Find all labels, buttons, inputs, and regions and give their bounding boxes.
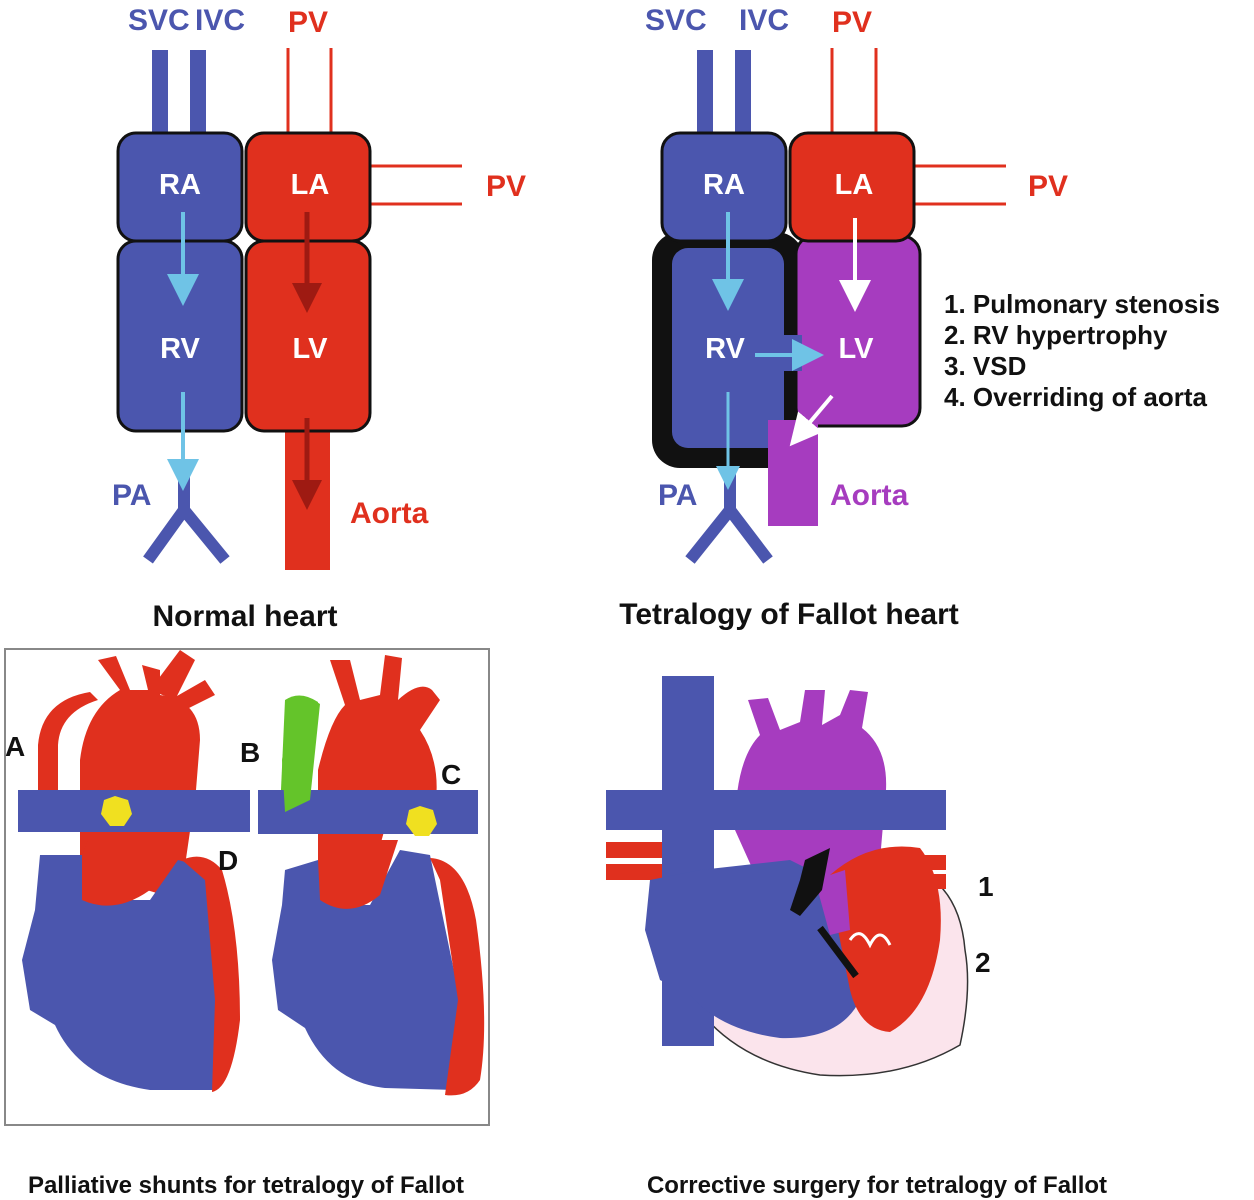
corrective-vsd-patch (790, 848, 830, 916)
normal-lv-label: LV (293, 333, 329, 365)
left-aortic-root (82, 840, 160, 906)
tof-defect-4: 4. Overriding of aorta (944, 382, 1207, 412)
tof-la-label: LA (835, 169, 874, 201)
corrective-surgery-diagram: 1 2 Corrective surgery for tetralogy of … (606, 676, 1107, 1199)
tof-aorta-label: Aorta (830, 479, 909, 512)
corrective-overriding-zone (815, 870, 850, 935)
shunt-label-c: C (441, 759, 461, 790)
corrective-caption: Corrective surgery for tetralogy of Fall… (647, 1172, 1107, 1199)
palliative-caption: Palliative shunts for tetralogy of Fallo… (28, 1172, 464, 1199)
shunt-label-a: A (5, 731, 25, 762)
normal-pa-label: PA (112, 479, 151, 512)
tof-lv-chamber (794, 234, 922, 428)
corrective-rvot-patch (817, 925, 859, 979)
tof-lv-label: LV (839, 333, 875, 365)
tof-svc-vessel (697, 50, 713, 136)
left-pulmonary-artery (18, 790, 250, 832)
tof-defect-2: 2. RV hypertrophy (944, 320, 1168, 350)
shunt-a-artery (38, 692, 98, 790)
normal-heart-diagram: SVC IVC PV PV RA LA RV LV PA Aorta Norma… (112, 4, 526, 633)
tof-ra-label: RA (703, 169, 745, 201)
right-ventricles (272, 850, 460, 1090)
palliative-heart-right (258, 655, 485, 1096)
tof-svc-label: SVC (645, 4, 707, 37)
right-shunt-marker (406, 806, 437, 836)
tof-la-chamber (788, 131, 916, 243)
normal-ivc-label: IVC (195, 4, 245, 37)
shunt-label-b: B (240, 737, 260, 768)
palliative-shunts-diagram: A B C D Palliative shunts for tetralogy … (4, 648, 490, 1199)
left-shunt-marker (101, 796, 132, 826)
left-ventricles (22, 855, 222, 1090)
normal-pv-top-label: PV (288, 6, 328, 39)
normal-svc-vessel (152, 50, 168, 136)
right-aorta-arch (318, 655, 440, 900)
left-arch-branches (150, 650, 215, 710)
normal-ra-label: RA (159, 169, 201, 201)
tof-rv-chamber (672, 248, 784, 448)
tof-ivc-vessel (735, 50, 751, 136)
corrective-label-2: 2 (975, 947, 991, 978)
corrective-pv-right (870, 855, 946, 889)
left-aorta-arch (80, 656, 200, 900)
normal-rv-chamber (116, 239, 244, 433)
tof-lv-aorta-flow-arrow (789, 394, 834, 447)
normal-ivc-vessel (190, 50, 206, 136)
right-aortic-root (318, 840, 398, 909)
tof-pv-top-label: PV (832, 6, 872, 39)
tof-ra-chamber (660, 131, 788, 243)
shunt-b-graft-overlay (282, 698, 320, 812)
normal-pa-vessel (143, 460, 230, 564)
corrective-pv-left-1 (606, 842, 676, 858)
normal-pv-side-label: PV (486, 170, 526, 203)
shunt-label-d: D (218, 845, 238, 876)
tof-pv-side-label: PV (1028, 170, 1068, 203)
tof-defect-1: 1. Pulmonary stenosis (944, 289, 1220, 319)
left-lv-wall (182, 856, 240, 1092)
palliative-heart-left (18, 650, 250, 1092)
tof-pa-label: PA (658, 479, 697, 512)
corrective-label-1: 1 (978, 871, 994, 902)
normal-rv-label: RV (160, 333, 200, 365)
tof-aorta-vessel (768, 420, 818, 526)
corrective-pulmonary-artery (606, 790, 946, 830)
normal-aorta-label: Aorta (350, 497, 429, 530)
normal-heart-title: Normal heart (152, 600, 337, 633)
corrective-valve-curve (848, 932, 892, 949)
right-lv-wall (430, 858, 485, 1096)
tof-heart-title: Tetralogy of Fallot heart (619, 598, 958, 631)
corrective-pv-left-2 (606, 864, 676, 880)
normal-svc-label: SVC (128, 4, 190, 37)
tof-ivc-label: IVC (739, 4, 789, 37)
tof-rv-label: RV (705, 333, 745, 365)
tof-defect-3: 3. VSD (944, 351, 1026, 381)
tof-heart-diagram: SVC IVC PV PV RA LA RV LV PA Aorta 1. Pu… (619, 4, 1220, 631)
normal-la-label: LA (291, 169, 330, 201)
